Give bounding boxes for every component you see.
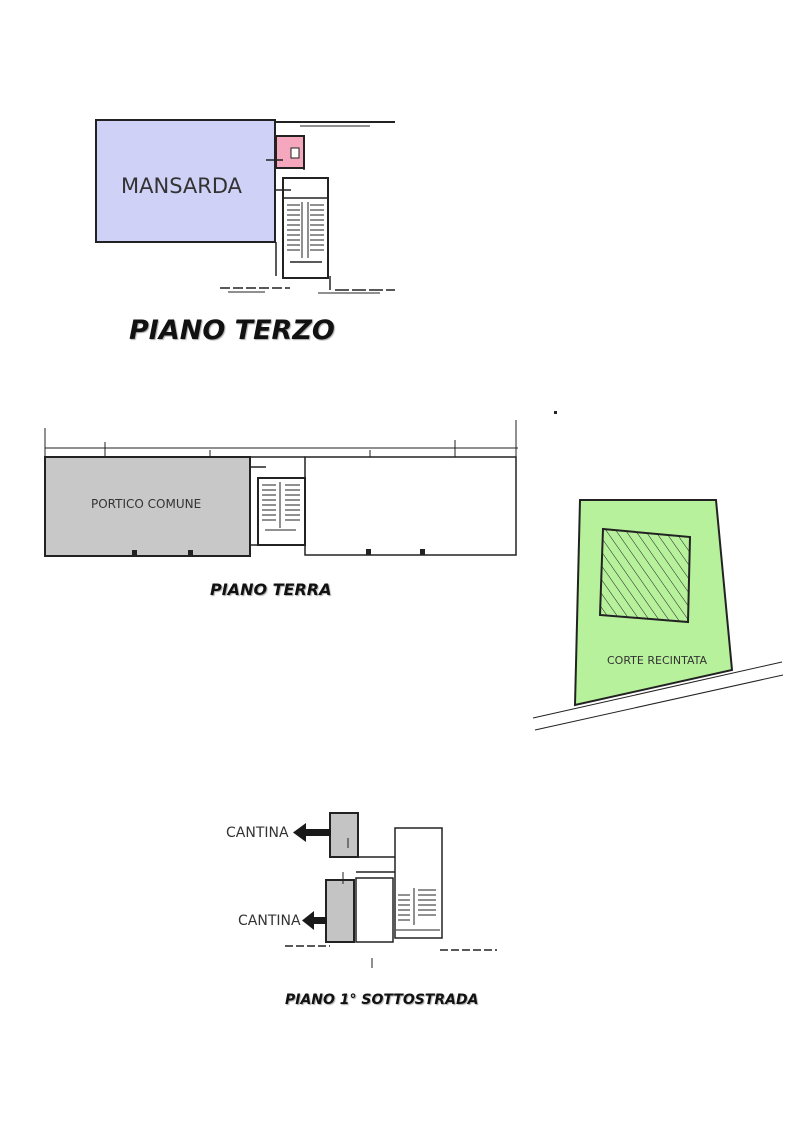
- cantina-label-upper: CANTINA: [226, 825, 289, 841]
- mansarda-room: [95, 119, 276, 243]
- portico-comune-room: [44, 456, 251, 557]
- corte-recintata-plan: [532, 499, 784, 731]
- corte-recintata-label: CORTE RECINTATA: [607, 654, 708, 667]
- arrow-left-icon: [293, 823, 331, 842]
- piano-terra-plan: [44, 411, 557, 557]
- piano-terra-title: PIANO TERRA: [210, 580, 332, 599]
- piano-sottostrada-plan: [285, 812, 497, 968]
- portico-comune-label: PORTICO COMUNE: [91, 497, 202, 511]
- cantina-room-upper: [329, 812, 359, 858]
- mansarda-accent-room: [275, 135, 305, 169]
- hatched-building: [598, 527, 692, 624]
- piano-terzo-title: PIANO TERZO: [129, 315, 335, 346]
- cantina-room-lower: [325, 879, 355, 943]
- piano-terzo-plan: [95, 119, 395, 294]
- cantina-label-lower: CANTINA: [238, 913, 301, 929]
- mansarda-label: MANSARDA: [121, 174, 243, 198]
- arrow-left-icon: [302, 911, 327, 930]
- piano-sottostrada-title: PIANO 1° SOTTOSTRADA: [285, 992, 479, 1008]
